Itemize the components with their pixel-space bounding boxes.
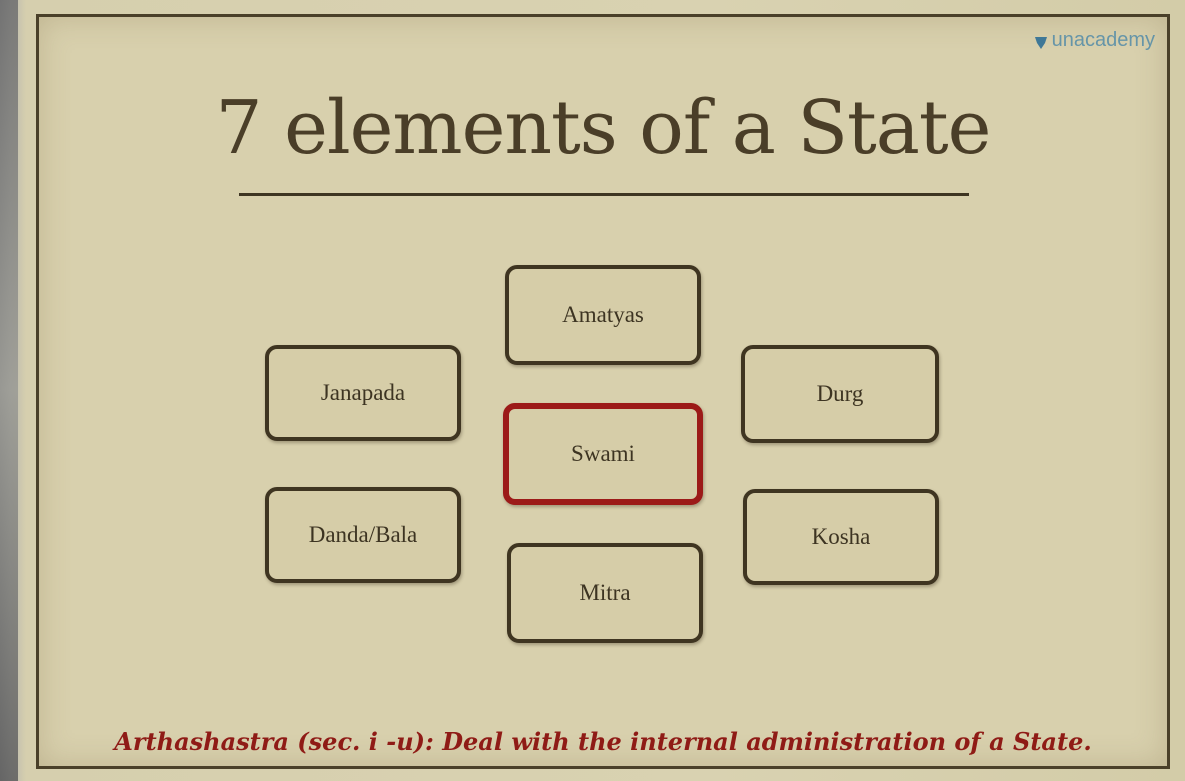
- element-label-janapada: Janapada: [320, 380, 406, 405]
- element-box-swami: Swami: [503, 403, 703, 505]
- element-label-mitra: Mitra: [579, 580, 631, 605]
- slide-title: 7 elements of a State: [215, 85, 992, 171]
- element-box-danda-bala: Danda/Bala: [265, 487, 461, 583]
- element-box-amatyas: Amatyas: [505, 265, 701, 365]
- element-label-durg: Durg: [816, 381, 864, 406]
- left-edge-strip: [0, 0, 18, 781]
- logo-text: unacademy: [1051, 29, 1155, 51]
- element-box-kosha: Kosha: [743, 489, 939, 585]
- logo: unacademy: [1034, 29, 1155, 52]
- element-label-swami: Swami: [571, 441, 635, 466]
- element-label-amatyas: Amatyas: [562, 302, 644, 327]
- element-box-durg: Durg: [741, 345, 939, 443]
- element-box-janapada: Janapada: [265, 345, 461, 441]
- graduation-cap-icon: [1034, 33, 1048, 49]
- element-box-mitra: Mitra: [507, 543, 703, 643]
- element-label-danda-bala: Danda/Bala: [308, 522, 418, 547]
- caption: Arthashastra (sec. i -u): Deal with the …: [114, 727, 1092, 756]
- element-label-kosha: Kosha: [811, 524, 871, 549]
- title-underline: [239, 193, 969, 196]
- slide: unacademy 7 elements of a State Amatyas …: [36, 14, 1170, 769]
